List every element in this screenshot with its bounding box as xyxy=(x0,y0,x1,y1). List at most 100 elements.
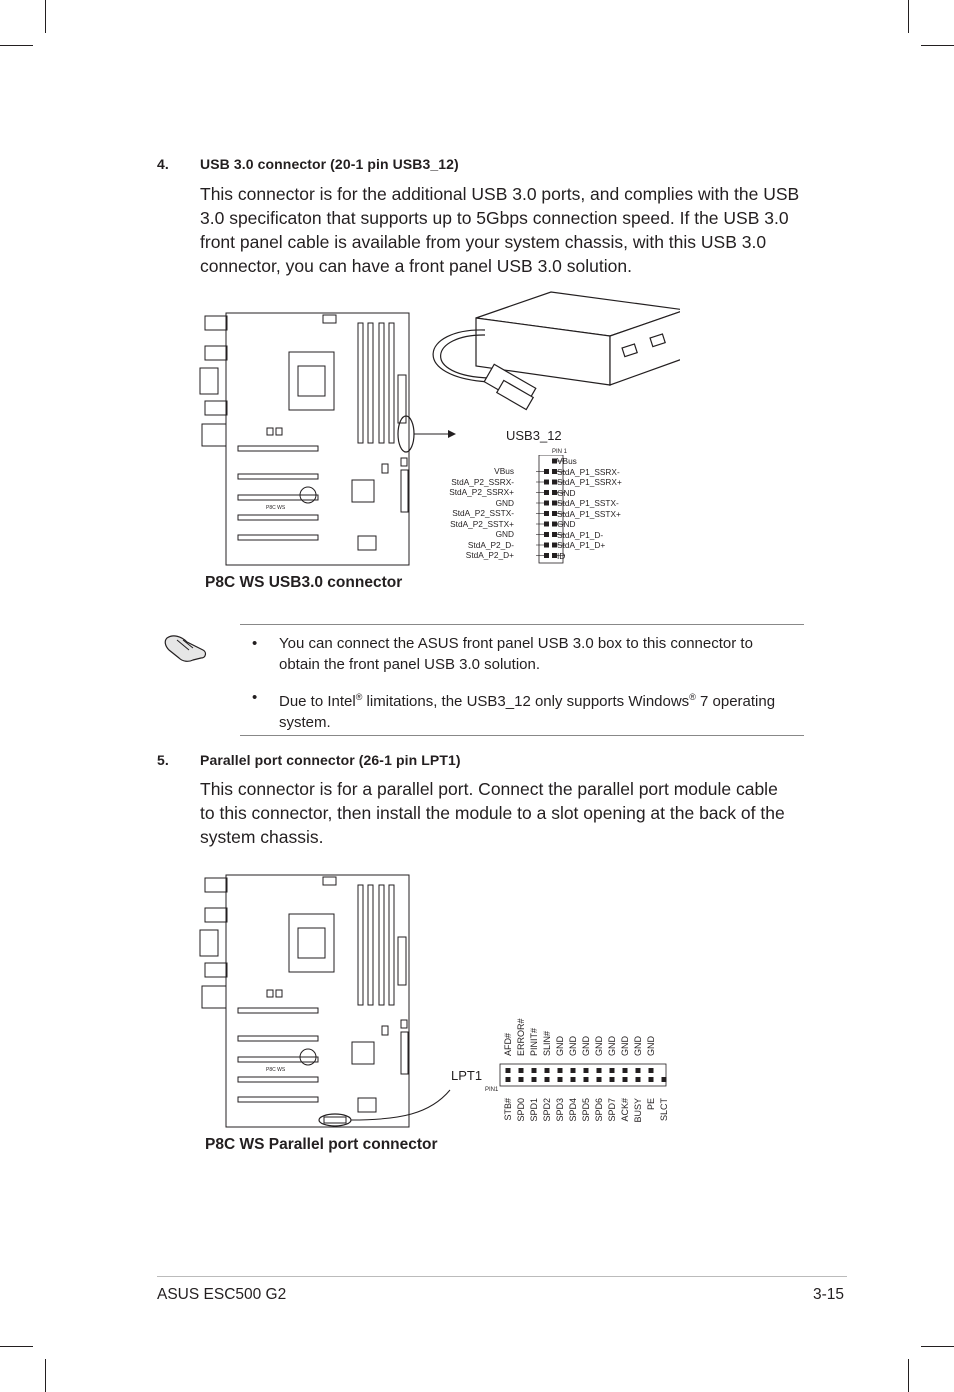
pin xyxy=(570,1077,576,1082)
arrow-head-icon xyxy=(448,430,456,438)
pin-grid xyxy=(505,1068,667,1082)
pin xyxy=(635,1077,641,1082)
pin xyxy=(552,511,557,516)
connector-label: USB3_12 xyxy=(506,428,562,443)
pin xyxy=(505,1077,511,1082)
pin xyxy=(557,1077,563,1082)
note-text: limitations, the USB3_12 only supports W… xyxy=(362,693,690,710)
paragraph-line: 3.0 specificaton that supports up to 5Gb… xyxy=(200,208,789,228)
pin xyxy=(635,1068,641,1073)
pin-label: STB# xyxy=(503,1098,513,1121)
pin-label: StdA_P1_D+ xyxy=(557,540,606,550)
crop-mark xyxy=(45,1359,46,1392)
paragraph-line: to this connector, then install the modu… xyxy=(200,803,785,823)
pin-label: StdA_P2_SSTX+ xyxy=(450,518,514,529)
pin xyxy=(661,1077,667,1082)
section-number: 4. xyxy=(157,156,169,172)
pin-grid xyxy=(536,458,565,558)
pin-label: SPD7 xyxy=(607,1098,617,1122)
pin xyxy=(552,500,557,506)
pin xyxy=(570,1068,576,1073)
pin xyxy=(609,1068,615,1073)
bullet: • xyxy=(252,635,258,652)
pin-label: StdA_P1_SSTX- xyxy=(557,498,619,508)
pin xyxy=(544,500,549,506)
crop-mark xyxy=(0,1346,33,1347)
crop-mark xyxy=(921,1346,954,1347)
pin-label: BUSY xyxy=(633,1098,643,1123)
hand-note-icon xyxy=(164,635,207,662)
motherboard-diagram xyxy=(199,312,410,566)
crop-mark xyxy=(908,1359,909,1392)
pin-label: GND xyxy=(594,1036,604,1057)
pin-label: SPD2 xyxy=(542,1098,552,1122)
pin-label: SPD5 xyxy=(581,1098,591,1122)
pin-label: SPD1 xyxy=(529,1098,539,1122)
pin xyxy=(552,469,557,474)
pin-label: VBus xyxy=(557,456,577,466)
pin-header xyxy=(538,455,564,564)
paragraph-line: connector, you can have a front panel US… xyxy=(200,256,632,276)
registered-mark: ® xyxy=(689,692,696,702)
pin xyxy=(544,511,549,516)
section-number: 5. xyxy=(157,752,169,768)
pin-label: GND xyxy=(495,529,514,539)
pin-label: StdA_P2_SSTX- xyxy=(452,508,514,518)
pin xyxy=(609,1077,615,1082)
usb-front-panel-box xyxy=(432,291,680,411)
pin-label: StdA_P1_SSTX+ xyxy=(557,508,621,519)
motherboard-diagram xyxy=(199,874,410,1128)
board-label: P8C WS xyxy=(266,1067,286,1073)
pin xyxy=(544,521,549,527)
connector-label: LPT1 xyxy=(451,1068,483,1083)
note-line: system. xyxy=(279,714,331,731)
pin-label: ID xyxy=(557,550,566,561)
paragraph-line: This connector is for a parallel port. C… xyxy=(200,779,778,799)
pin xyxy=(552,553,557,558)
pin-label: ACK# xyxy=(620,1098,630,1122)
note-line: Due to Intel® limitations, the USB3_12 o… xyxy=(279,687,775,712)
pin-label: VBus xyxy=(494,466,514,476)
pin xyxy=(648,1077,654,1082)
pin xyxy=(596,1077,602,1082)
lpt-connector-figure: P8C WS xyxy=(199,874,451,1128)
pin-label: GND xyxy=(620,1036,630,1057)
pin-label: SLCT xyxy=(659,1098,669,1122)
pin xyxy=(544,1077,550,1082)
pin xyxy=(552,532,557,537)
pin xyxy=(583,1068,589,1073)
pin-label: GND xyxy=(646,1036,656,1057)
pin xyxy=(552,542,557,548)
pin-label: SPD0 xyxy=(516,1098,526,1122)
pin-header xyxy=(499,1063,667,1087)
pin xyxy=(531,1077,537,1082)
pin xyxy=(531,1068,537,1073)
pin-label: PE xyxy=(646,1098,656,1110)
pin xyxy=(552,479,557,485)
pin1-label: PIN 1 xyxy=(552,449,568,455)
pin xyxy=(544,1068,550,1073)
note-text: 7 operating xyxy=(695,693,776,710)
pin xyxy=(544,532,549,537)
pin-label: GND xyxy=(607,1036,617,1057)
pin xyxy=(518,1077,524,1082)
crop-mark xyxy=(45,0,46,33)
registered-mark: ® xyxy=(355,692,363,702)
bullet: • xyxy=(252,689,258,706)
usb3-pin-diagram xyxy=(536,455,565,564)
note-text: Due to Intel xyxy=(279,693,356,710)
pin-label: GND xyxy=(557,487,576,498)
pin-label: GND xyxy=(633,1036,643,1057)
pin1-label: PIN1 xyxy=(485,1087,499,1093)
pin-label: StdA_P2_SSRX- xyxy=(451,476,514,487)
pin xyxy=(505,1068,511,1073)
section-title: USB 3.0 connector (20-1 pin USB3_12) xyxy=(200,156,459,172)
pin-label: ERROR# xyxy=(516,1018,526,1056)
pin-label: StdA_P2_D- xyxy=(467,539,514,550)
pin xyxy=(622,1077,628,1082)
paragraph-line: system chassis. xyxy=(200,827,324,847)
figure-caption: P8C WS USB3.0 connector xyxy=(205,574,403,591)
